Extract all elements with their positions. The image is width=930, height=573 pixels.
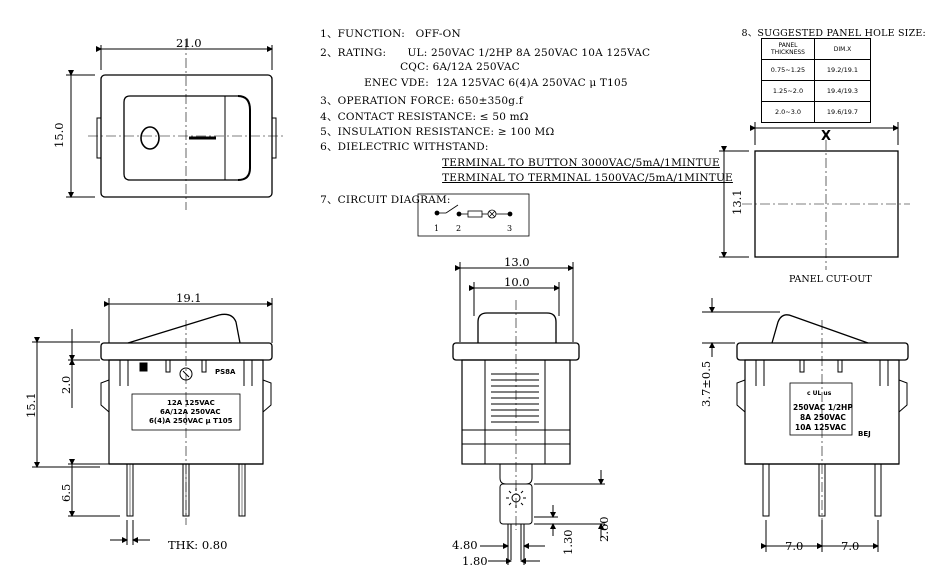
spec-function-num: 1 — [320, 28, 327, 40]
spec-rating-num: 2 — [320, 47, 327, 59]
panel-header-thickness-2: THICKNESS — [771, 49, 805, 56]
back-brand: BEJ — [858, 430, 871, 438]
front-thk-label: THK: 0.80 — [168, 538, 227, 552]
spec-contact-resistance-label: CONTACT RESISTANCE: — [337, 111, 477, 123]
spec-rating-ul-value: 250VAC 1/2HP 8A 250VAC 10A 125VAC — [431, 47, 651, 59]
spec-insulation-resistance-label: INSULATION RESISTANCE: — [337, 126, 495, 138]
spec-contact-resistance-value: ≤ 50 mΩ — [479, 111, 529, 123]
back-label-line3: 10A 125VAC — [795, 423, 847, 432]
spec-operation-force-value: 650±350g.f — [458, 95, 523, 107]
side-dim-130: 1.30 — [561, 529, 575, 555]
panel-row-thickness: 1.25~2.0 — [761, 80, 815, 102]
front-model: PS8A — [215, 368, 236, 376]
spec-contact-resistance: 4、CONTACT RESISTANCE: ≤ 50 mΩ — [320, 111, 529, 123]
spec-rating-enec-value: 12A 125VAC 6(4)A 250VAC μ T105 — [436, 77, 628, 89]
cutout-x-label: X — [821, 129, 831, 144]
spec-dielectric-line2: TERMINAL TO TERMINAL 1500VAC/5mA/1MINTUE — [435, 160, 733, 184]
front-label-line1: 12A 125VAC — [167, 399, 215, 407]
side-dim-180: 1.80 — [462, 554, 488, 568]
panel-table-row: 0.75~1.25 19.2/19.1 — [761, 59, 871, 81]
spec-circuit: 7、CIRCUIT DIAGRAM: — [320, 194, 451, 206]
front-label-line2: 6A/12A 250VAC — [160, 408, 221, 416]
terminal-3: 3 — [507, 224, 512, 233]
spec-operation-force: 3、OPERATION FORCE: 650±350g.f — [320, 95, 523, 107]
panel-header-dim: DIM.X — [814, 38, 871, 60]
terminal-1: 1 — [434, 224, 439, 233]
spec-insulation-resistance-num: 5 — [320, 126, 327, 138]
back-height-dim: 3.7±0.5 — [699, 361, 713, 407]
front-view — [32, 298, 273, 545]
circuit-diagram — [417, 193, 530, 237]
top-height-dim: 15.0 — [52, 122, 66, 148]
cutout-height-dim: 13.1 — [730, 189, 744, 215]
top-width-dim: 21.0 — [176, 36, 202, 50]
panel-header-thickness-1: PANEL — [778, 42, 798, 49]
spec-operation-force-label: OPERATION FORCE: — [337, 95, 455, 107]
panel-row-thickness: 2.0~3.0 — [761, 101, 815, 123]
front-height-dim: 15.1 — [24, 392, 38, 418]
terminal-2: 2 — [456, 224, 461, 233]
spec-rating-label: RATING: — [337, 47, 387, 59]
panel-title: 8、SUGGESTED PANEL HOLE SIZE: — [741, 28, 926, 39]
spec-rating-cqc-prefix: CQC: — [400, 61, 430, 73]
spec-rating-ul-prefix: UL: — [407, 47, 428, 59]
back-label-line1: 250VAC 1/2HP — [793, 403, 853, 412]
panel-row-dim: 19.6/19.7 — [814, 101, 871, 123]
panel-row-thickness: 0.75~1.25 — [761, 59, 815, 81]
panel-title-num: 8 — [741, 28, 748, 39]
spec-circuit-label: CIRCUIT DIAGRAM: — [337, 194, 451, 206]
front-pin-dim: 6.5 — [59, 484, 73, 502]
front-top-dim: 2.0 — [59, 376, 73, 394]
back-pitch-left: 7.0 — [785, 539, 803, 553]
spec-contact-resistance-num: 4 — [320, 111, 327, 123]
spec-rating-enec: ENEC VDE: 12A 125VAC 6(4)A 250VAC μ T105 — [357, 65, 628, 89]
side-inner-dim: 10.0 — [504, 275, 530, 289]
spec-insulation-resistance: 5、INSULATION RESISTANCE: ≥ 100 MΩ — [320, 126, 555, 138]
back-label-line2: 8A 250VAC — [800, 413, 846, 422]
spec-dielectric-num: 6 — [320, 141, 327, 153]
spec-rating-enec-prefix: ENEC VDE: — [364, 77, 429, 89]
panel-cutout — [719, 122, 910, 270]
back-view — [702, 298, 909, 552]
spec-rating: 2、RATING: UL: 250VAC 1/2HP 8A 250VAC 10A… — [320, 47, 651, 59]
panel-title-text: SUGGESTED PANEL HOLE SIZE: — [757, 28, 926, 39]
top-view — [66, 40, 285, 210]
side-view — [452, 262, 605, 565]
spec-insulation-resistance-value: ≥ 100 MΩ — [497, 126, 555, 138]
front-width-dim: 19.1 — [176, 291, 202, 305]
side-dim-480: 4.80 — [452, 538, 478, 552]
cutout-label: PANEL CUT-OUT — [789, 274, 872, 285]
spec-operation-force-num: 3 — [320, 95, 327, 107]
spec-function-value: OFF-ON — [415, 28, 461, 40]
panel-row-dim: 19.4/19.3 — [814, 80, 871, 102]
spec-dielectric-label: DIELECTRIC WITHSTAND: — [337, 141, 489, 153]
side-dim-260: 2.60 — [597, 516, 611, 542]
spec-function: 1、FUNCTION: OFF-ON — [320, 28, 461, 40]
panel-row-dim: 19.2/19.1 — [814, 59, 871, 81]
back-cert-mark: c UL us — [807, 390, 832, 397]
panel-table-row: 1.25~2.0 19.4/19.3 — [761, 80, 871, 102]
spec-dielectric: 6、DIELECTRIC WITHSTAND: — [320, 141, 489, 153]
spec-rating-cqc: CQC: 6A/12A 250VAC — [393, 49, 520, 73]
panel-table-row: 2.0~3.0 19.6/19.7 — [761, 101, 871, 123]
spec-dielectric-line2-text: TERMINAL TO TERMINAL 1500VAC/5mA/1MINTUE — [442, 172, 733, 184]
spec-function-label: FUNCTION: — [337, 28, 405, 40]
spec-circuit-num: 7 — [320, 194, 327, 206]
spec-dielectric-line1: TERMINAL TO BUTTON 3000VAC/5mA/1MINTUE — [435, 145, 720, 169]
spec-dielectric-line1-text: TERMINAL TO BUTTON 3000VAC/5mA/1MINTUE — [442, 157, 720, 169]
spec-rating-cqc-value: 6A/12A 250VAC — [432, 61, 520, 73]
back-pitch-right: 7.0 — [841, 539, 859, 553]
front-label-line3: 6(4)A 250VAC μ T105 — [149, 417, 233, 425]
side-width-dim: 13.0 — [504, 255, 530, 269]
